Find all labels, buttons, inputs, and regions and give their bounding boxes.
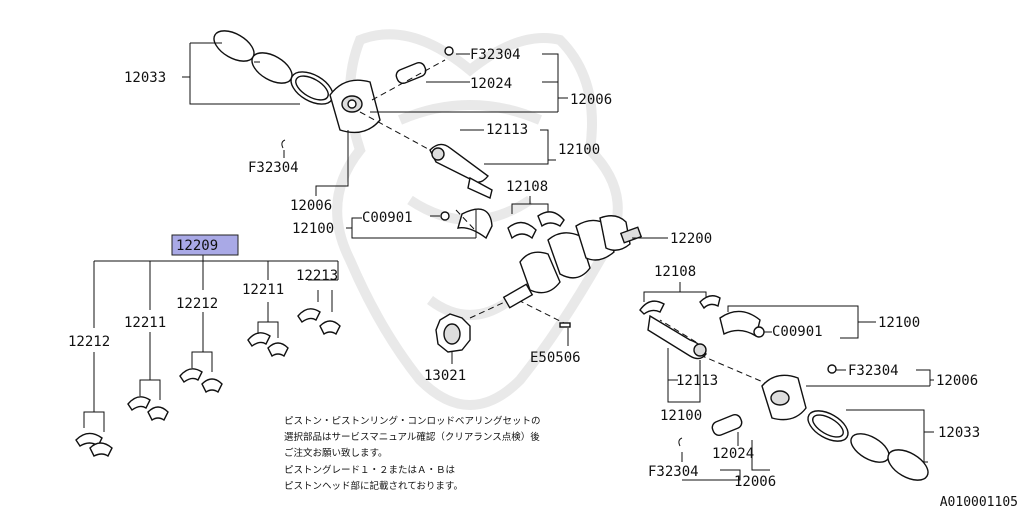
label-clip-top[interactable]: F32304 [470,47,521,63]
label-bearing-right[interactable]: 12108 [654,264,696,280]
clip-right[interactable] [827,364,837,374]
rod-cap-top[interactable] [457,208,493,240]
piston-right[interactable] [761,374,807,421]
sprocket[interactable] [435,313,471,353]
label-clip-bottom[interactable]: F32304 [648,464,699,480]
bearings-right[interactable] [639,295,721,315]
label-clip-right[interactable]: F32304 [848,363,899,379]
label-rod-top[interactable]: 12113 [486,122,528,138]
bearing-set-12212-a[interactable] [75,432,113,458]
label-rod-assy-left[interactable]: 12100 [292,221,334,237]
label-sprocket[interactable]: 13021 [424,368,466,384]
label-clip-left[interactable]: F32304 [248,160,299,176]
label-bearing-12211-b[interactable]: 12211 [242,282,284,298]
clip-top[interactable] [444,46,454,56]
note-line-1: ピストン・ピストンリング・コンロッドベアリングセットの [284,415,541,427]
diagram-code: A010001105 [940,495,1018,510]
label-piston-top[interactable]: 12006 [570,92,612,108]
piston-top-left[interactable] [329,79,381,134]
label-rod-right[interactable]: 12113 [676,373,718,389]
label-pin-bottom[interactable]: 12024 [712,446,754,462]
nut-right[interactable] [753,326,765,338]
note-line-4: ピストングレード１・２またはＡ・Ｂは [284,464,456,476]
label-pin-top[interactable]: 12024 [470,76,512,92]
label-rings-right[interactable]: 12033 [938,425,980,441]
piston-rings-top-left[interactable] [209,25,338,111]
label-piston-left[interactable]: 12006 [290,198,332,214]
bearing-set-12212-b[interactable] [179,368,223,394]
bearings-top[interactable] [507,211,565,240]
notes-block: ピストン・ピストンリング・コンロッドベアリングセットの 選択部品はサービスマニュ… [284,415,541,492]
crankshaft[interactable] [502,215,643,309]
clip-bottom[interactable] [678,437,683,447]
bearing-set-12211-a[interactable] [127,396,169,422]
note-line-5: ピストンヘッド部に記載されております。 [284,480,463,492]
connecting-rod-right[interactable] [647,314,707,360]
label-key[interactable]: E50506 [530,350,581,366]
label-crank[interactable]: 12200 [670,231,712,247]
note-line-3: ご注文お願い致します。 [284,447,388,459]
note-line-2: 選択部品はサービスマニュアル確認（クリアランス点検）後 [284,431,540,443]
leader-lines [83,42,934,481]
label-bearing-top[interactable]: 12108 [506,179,548,195]
piston-pin-bottom[interactable] [710,413,743,437]
label-rod-assy-right[interactable]: 12100 [878,315,920,331]
key[interactable] [559,322,571,328]
label-rod-assy-bottom[interactable]: 12100 [660,408,702,424]
label-bearing-12212-b[interactable]: 12212 [176,296,218,312]
label-bearing-12212-a[interactable]: 12212 [68,334,110,350]
bearing-set-12213[interactable] [297,308,341,336]
label-nut-right[interactable]: C00901 [772,324,823,340]
set-highlight-box [171,234,239,256]
piston-rings-right[interactable] [803,405,933,487]
label-set-12209[interactable]: 12209 [176,238,218,254]
label-bearing-12211-a[interactable]: 12211 [124,315,166,331]
label-nut-top[interactable]: C00901 [362,210,413,226]
connecting-rod-top[interactable] [429,143,493,199]
label-piston-right[interactable]: 12006 [936,373,978,389]
label-piston-bottom[interactable]: 12006 [734,474,776,490]
nut-top[interactable] [440,211,450,221]
label-bearing-12213[interactable]: 12213 [296,268,338,284]
label-rings-left[interactable]: 12033 [124,70,166,86]
label-rod-assy-top[interactable]: 12100 [558,142,600,158]
clip-left[interactable] [281,139,286,149]
piston-pin-top[interactable] [394,61,427,85]
bearing-set-12211-b[interactable] [247,332,289,358]
